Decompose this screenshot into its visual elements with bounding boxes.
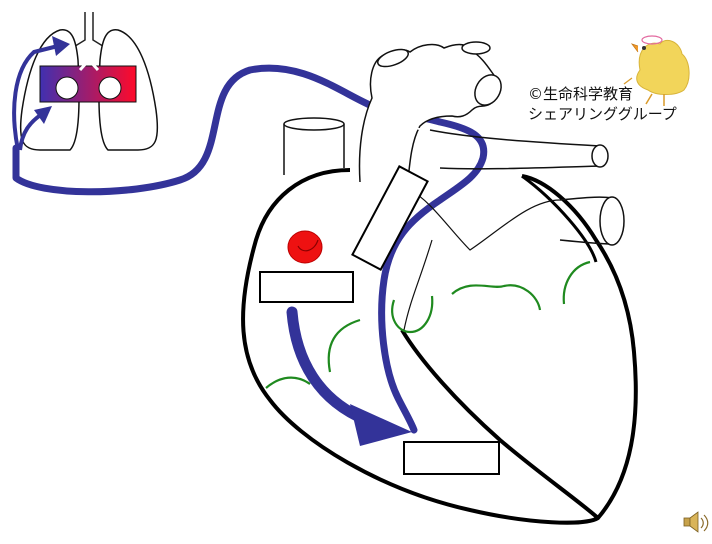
- answer-box-upper-left[interactable]: [259, 271, 354, 303]
- alveolus-left: [55, 76, 79, 100]
- answer-box-lower-right[interactable]: [403, 441, 500, 475]
- chick-icon: [623, 35, 690, 106]
- vessel-highlight: [379, 117, 441, 137]
- aorta-label-bar: [351, 164, 429, 272]
- lung-gas-exchange-bar: [39, 65, 137, 103]
- aortic-arch: [358, 43, 500, 183]
- coronary-2: [327, 318, 361, 373]
- alveolus-right: [98, 76, 122, 100]
- superior-vena-cava: [283, 124, 345, 175]
- lungs: [12, 12, 159, 151]
- coronary-1: [265, 376, 311, 389]
- coronary-3: [391, 295, 434, 334]
- flow-arrow-ventricle: [286, 306, 372, 426]
- arrowhead-lower: [34, 106, 52, 124]
- credit-line-2: シェアリンググループ: [528, 105, 677, 123]
- arrowhead-upper: [52, 36, 70, 56]
- great-vessels: [283, 41, 625, 331]
- red-blood-cell: [287, 230, 323, 264]
- heart-outline: [241, 168, 638, 525]
- pulmonary-artery-right: [429, 129, 601, 170]
- copyright-credit: ©生命科学教育 シェアリンググループ: [528, 84, 677, 124]
- speaker-icon[interactable]: [683, 511, 709, 533]
- heart-apex-line: [521, 174, 598, 263]
- coronary-5: [562, 260, 591, 305]
- arrow-to-lung-upper: [12, 44, 59, 151]
- coronary-arteries: [265, 260, 591, 389]
- ventricular-septum: [400, 328, 600, 520]
- pulmonary-vessel: [12, 64, 488, 434]
- credit-line-1: ©生命科学教育: [528, 85, 634, 103]
- coronary-4: [451, 284, 542, 311]
- flow-arrowhead-ventricle: [350, 404, 412, 446]
